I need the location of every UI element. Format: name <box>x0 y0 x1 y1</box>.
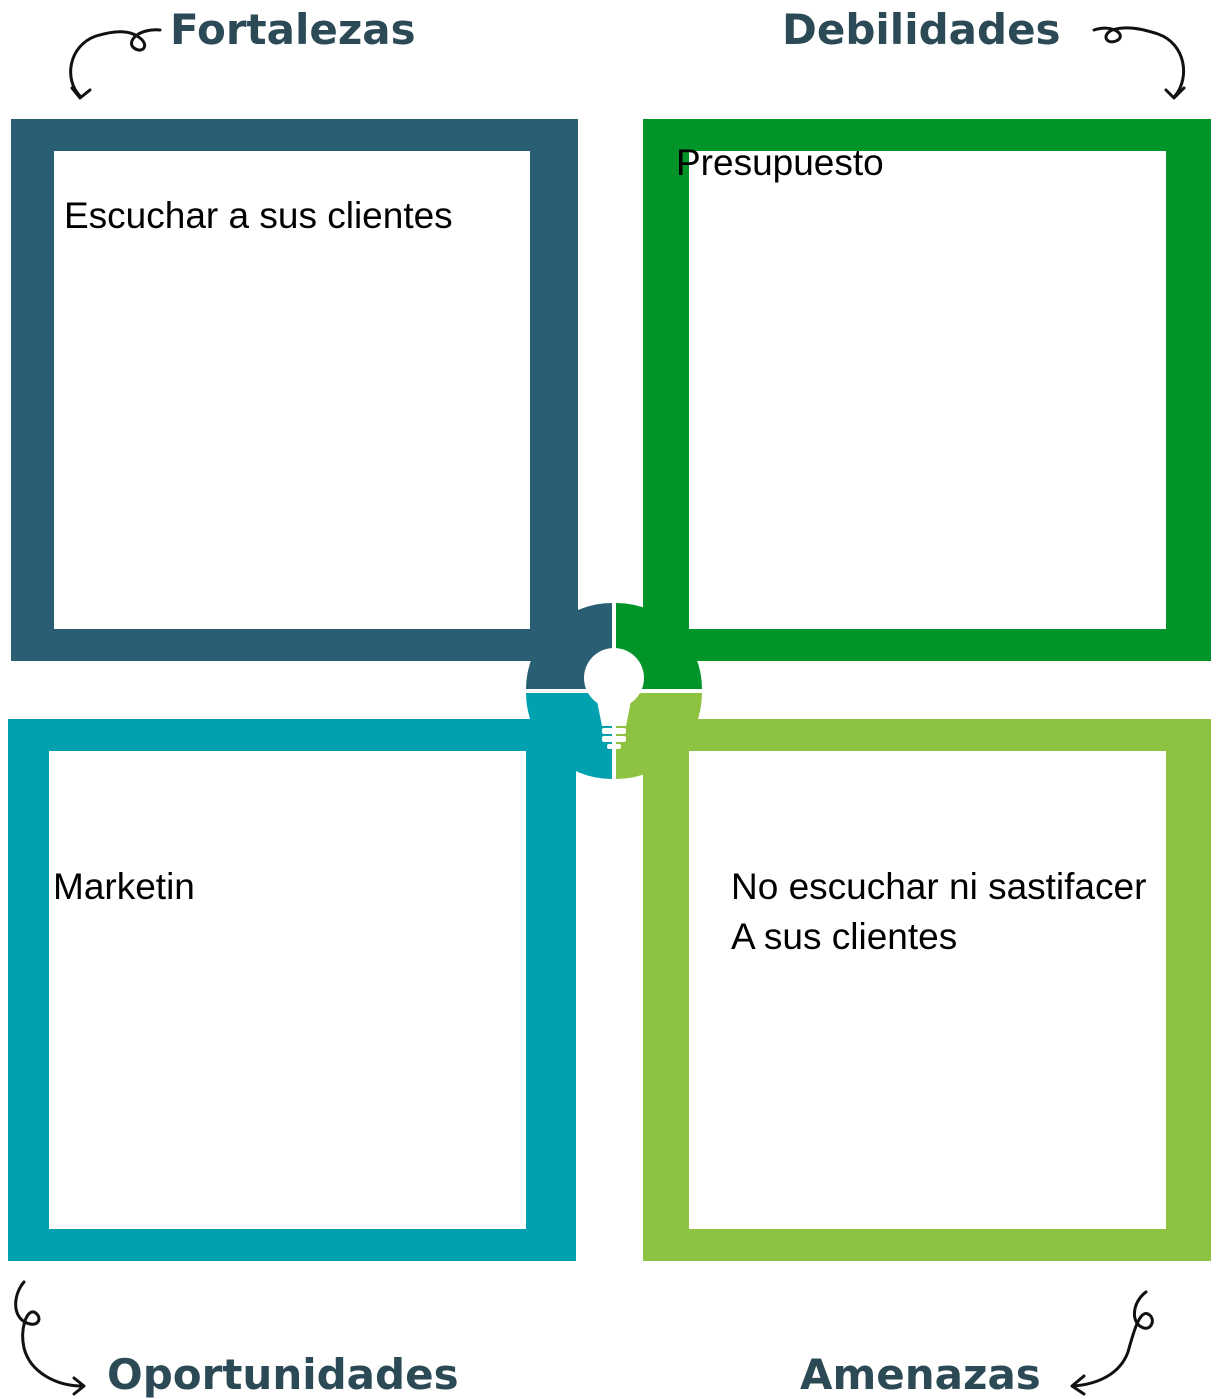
oportunidades-text: Marketin <box>53 866 195 907</box>
fortalezas-text: Escuchar a sus clientes <box>64 195 453 236</box>
amenazas-box <box>643 719 1211 1261</box>
oportunidades-box <box>8 719 576 1261</box>
debilidades-box <box>643 119 1211 661</box>
fortalezas-box <box>11 119 578 661</box>
amenazas-heading: Amenazas <box>800 1350 1041 1399</box>
oportunidades-heading: Oportunidades <box>107 1350 459 1399</box>
lightbulb-icon <box>584 648 644 749</box>
fortalezas-heading: Fortalezas <box>170 5 416 54</box>
debilidades-heading: Debilidades <box>782 5 1061 54</box>
amenazas-text: No escuchar ni sastifacer A sus clientes <box>731 866 1147 957</box>
debilidades-text: Presupuesto <box>676 142 884 183</box>
